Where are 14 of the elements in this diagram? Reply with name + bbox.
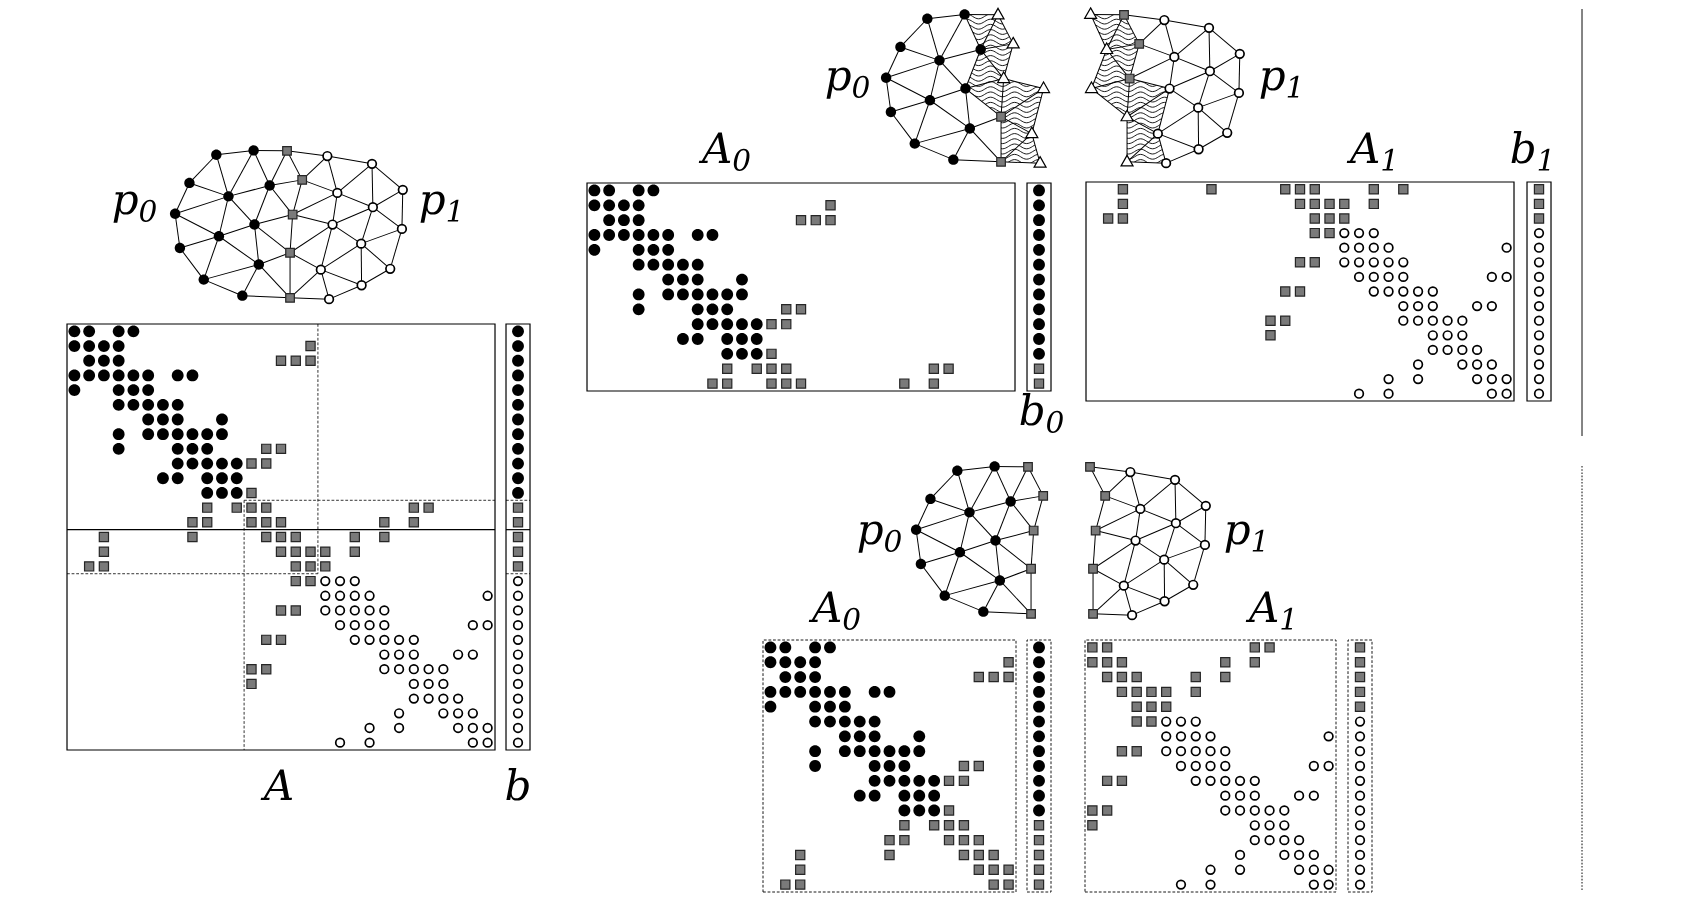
partition-label: p$_{0}$ [826, 67, 869, 99]
matrix-label: b [506, 768, 529, 801]
matrix-label: A$_{0}$ [808, 591, 860, 630]
partition-label: p$_{0}$ [858, 521, 901, 553]
partition-label: p$_{1}$ [1225, 521, 1264, 553]
matrix-label: A$_{1}$ [1346, 132, 1394, 171]
matrix-label: b$_{1}$ [1511, 131, 1550, 171]
partition-label: p$_{1}$ [420, 191, 459, 223]
matrix-label: A [260, 769, 293, 800]
partition-label: p$_{0}$ [113, 191, 156, 223]
partition-label: p$_{1}$ [1260, 67, 1299, 99]
matrix-label: b$_{0}$ [1020, 393, 1063, 433]
matrix-label: A$_{1}$ [1245, 591, 1293, 630]
matrix-label: A$_{0}$ [698, 132, 750, 171]
